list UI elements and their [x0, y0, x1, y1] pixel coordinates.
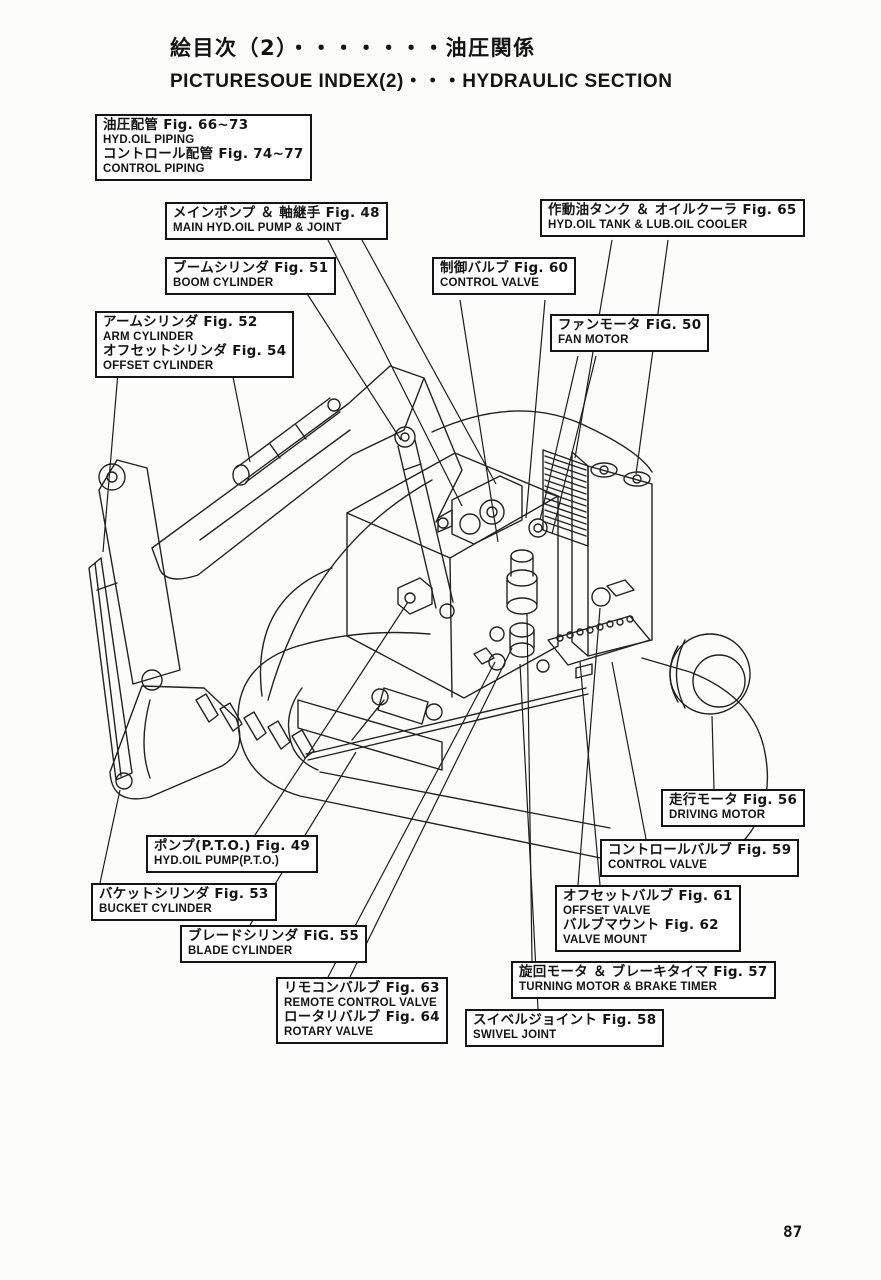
callout-text-ja: 旋回モータ ＆ ブレーキタイマ Fig. 57 [519, 964, 768, 980]
tank-cooler-art [528, 449, 653, 657]
callout-text-en: OFFSET VALVE [563, 904, 651, 917]
callout-main-pump: メインポンプ ＆ 軸継手 Fig. 48 MAIN HYD.OIL PUMP &… [165, 202, 388, 240]
callout-swivel-joint: スイベルジョイント Fig. 58 SWIVEL JOINT [465, 1009, 665, 1047]
callout-text-ja: バケットシリンダ Fig. 53 [99, 886, 269, 902]
callout-text-ja: オフセットシリンダ Fig. 54 [103, 342, 287, 359]
callout-text-ja: ブレードシリンダ FiG. 55 [188, 928, 360, 944]
arm-art [88, 459, 181, 790]
callout-text-en: HYD.OIL TANK & LUB.OIL COOLER [548, 218, 748, 231]
callout-text-ja: 制御バルブ Fig. 60 [440, 260, 569, 276]
page-title-ja: 絵目次（2）・・・・・・・油圧関係 [170, 36, 536, 60]
callout-remote-rotary-valve: リモコンバルブ Fig. 63 REMOTE CONTROL VALVE ロータ… [276, 977, 448, 1044]
callout-text-en: BUCKET CYLINDER [99, 902, 212, 915]
callout-text-ja: スイベルジョイント Fig. 58 [473, 1012, 657, 1028]
callout-text-ja: 走行モータ Fig. 56 [669, 792, 798, 808]
callout-boom-cylinder: ブームシリンダ Fig. 51 BOOM CYLINDER [165, 257, 337, 295]
callout-text-en: FAN MOTOR [558, 333, 629, 346]
callout-text-en: CONTROL VALVE [440, 276, 540, 289]
callout-offset-valve-mount: オフセットバルブ Fig. 61 OFFSET VALVE バルブマウント Fi… [555, 885, 741, 952]
page-number: 87 [783, 1222, 803, 1241]
callout-text-ja: オフセットバルブ Fig. 61 [563, 888, 733, 904]
callout-pump-pto: ポンプ(P.T.O.) Fig. 49 HYD.OIL PUMP(P.T.O.) [146, 835, 319, 873]
callout-tank-cooler: 作動油タンク ＆ オイルクーラ Fig. 65 HYD.OIL TANK & L… [540, 199, 805, 237]
callout-text-ja: ファンモータ FiG. 50 [558, 317, 702, 333]
callout-text-en: REMOTE CONTROL VALVE [284, 996, 437, 1009]
callout-text-ja: 作動油タンク ＆ オイルクーラ Fig. 65 [548, 202, 797, 218]
valve-block-art [547, 579, 651, 679]
blade-art [297, 687, 589, 771]
callout-text-en: CONTROL VALVE [608, 858, 708, 871]
callout-text-en: SWIVEL JOINT [473, 1028, 557, 1041]
bucket-art [109, 685, 315, 800]
callout-blade-cylinder: ブレードシリンダ FiG. 55 BLADE CYLINDER [180, 925, 368, 963]
callout-driving-motor: 走行モータ Fig. 56 DRIVING MOTOR [661, 789, 806, 827]
callout-text-en: DRIVING MOTOR [669, 808, 766, 821]
callout-text-en: VALVE MOUNT [563, 933, 648, 946]
callout-text-en: TURNING MOTOR & BRAKE TIMER [519, 980, 718, 993]
callout-text-en: BOOM CYLINDER [173, 276, 274, 289]
callout-text-ja: コントロール配管 Fig. 74~77 [103, 145, 304, 162]
callout-hyd-oil-piping: 油圧配管 Fig. 66~73 HYD.OIL PIPING コントロール配管 … [95, 114, 312, 181]
callout-control-valve-60: 制御バルブ Fig. 60 CONTROL VALVE [432, 257, 577, 295]
callout-text-en: MAIN HYD.OIL PUMP & JOINT [173, 221, 342, 234]
boom-art [151, 365, 463, 619]
callout-text-ja: 油圧配管 Fig. 66~73 [103, 117, 249, 133]
callout-arm-offset-cylinder: アームシリンダ Fig. 52 ARM CYLINDER オフセットシリンダ F… [95, 311, 295, 378]
callout-text-en: BLADE CYLINDER [188, 944, 293, 957]
page-title: 絵目次（2）・・・・・・・油圧関係 PICTURESOUE INDEX(2)・・… [170, 32, 672, 93]
callout-text-en: HYD.OIL PIPING [103, 133, 195, 146]
callout-fan-motor: ファンモータ FiG. 50 FAN MOTOR [550, 314, 710, 352]
callout-text-ja: バルブマウント Fig. 62 [563, 916, 719, 933]
callout-text-en: OFFSET CYLINDER [103, 359, 214, 372]
callout-text-ja: ブームシリンダ Fig. 51 [173, 260, 329, 276]
callout-control-valve-59: コントロールバルブ Fig. 59 CONTROL VALVE [600, 839, 800, 877]
callout-text-en: CONTROL PIPING [103, 162, 205, 175]
callout-text-ja: ロータリバルブ Fig. 64 [284, 1008, 440, 1025]
swivel-column-art [473, 549, 550, 673]
pump-art [437, 475, 523, 545]
callout-text-ja: リモコンバルブ Fig. 63 [284, 980, 440, 996]
callout-text-ja: メインポンプ ＆ 軸継手 Fig. 48 [173, 205, 380, 221]
callout-text-en: HYD.OIL PUMP(P.T.O.) [154, 854, 279, 867]
callout-text-ja: コントロールバルブ Fig. 59 [608, 842, 792, 858]
callout-text-en: ARM CYLINDER [103, 330, 194, 343]
callout-text-en: ROTARY VALVE [284, 1025, 374, 1038]
page-title-en: PICTURESOUE INDEX(2)・・・HYDRAULIC SECTION [170, 71, 673, 92]
callout-turning-motor: 旋回モータ ＆ ブレーキタイマ Fig. 57 TURNING MOTOR & … [511, 961, 776, 999]
callout-text-ja: アームシリンダ Fig. 52 [103, 314, 258, 330]
callout-text-ja: ポンプ(P.T.O.) Fig. 49 [154, 838, 311, 854]
callout-bucket-cylinder: バケットシリンダ Fig. 53 BUCKET CYLINDER [91, 883, 277, 921]
